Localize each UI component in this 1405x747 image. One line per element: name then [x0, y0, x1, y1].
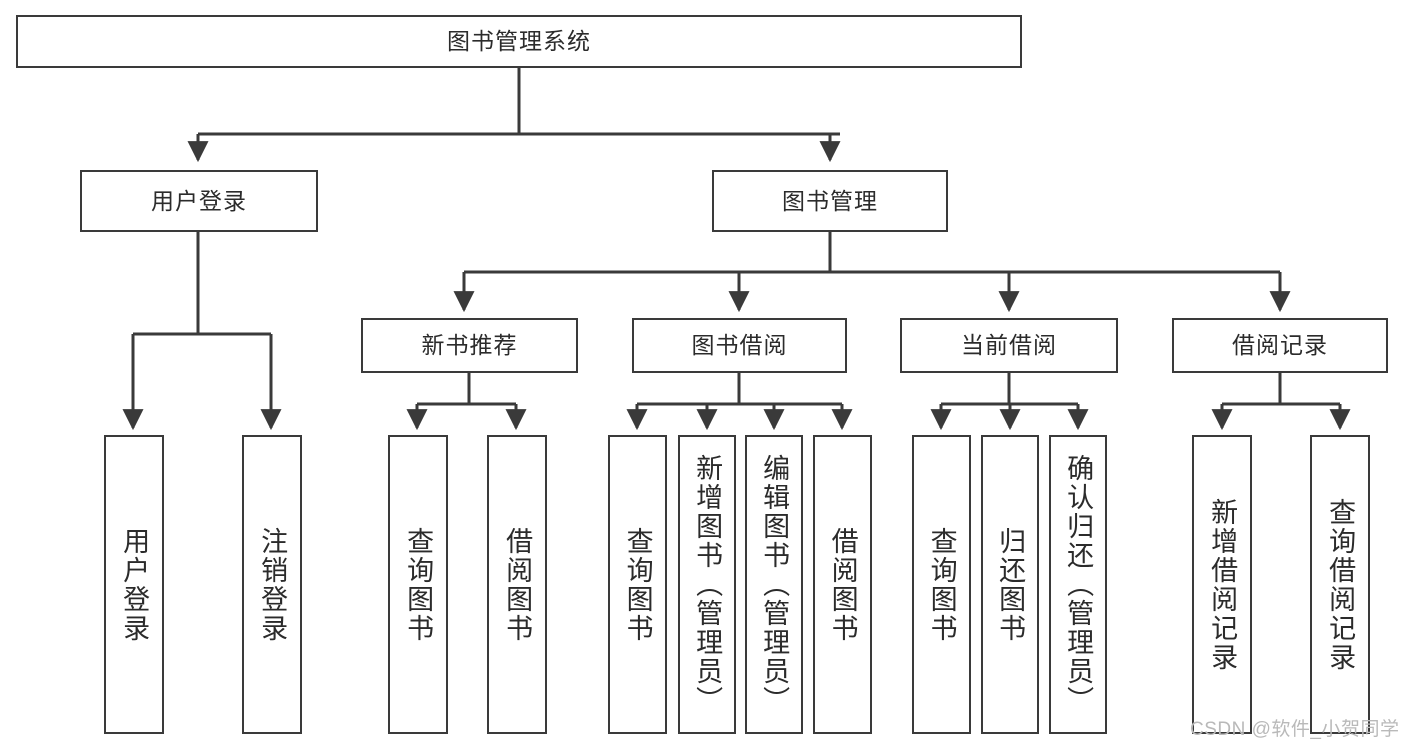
node-leaf-logout-login[interactable]: 注销登录 [242, 435, 302, 734]
node-leaf-user-login[interactable]: 用户登录 [104, 435, 164, 734]
node-book-borrow[interactable]: 图书借阅 [632, 318, 847, 373]
node-root-label: 图书管理系统 [447, 28, 591, 55]
node-book-borrow-label: 图书借阅 [691, 332, 788, 359]
node-root[interactable]: 图书管理系统 [16, 15, 1022, 68]
node-book-manage[interactable]: 图书管理 [712, 170, 948, 232]
node-borrow-record[interactable]: 借阅记录 [1172, 318, 1388, 373]
node-leaf-add-book-admin-label: 新增图书（管理员） [692, 454, 723, 715]
node-current-borrow-label: 当前借阅 [961, 332, 1057, 359]
node-leaf-return-book[interactable]: 归还图书 [981, 435, 1039, 734]
node-new-book-recommend-label: 新书推荐 [421, 332, 518, 359]
node-leaf-add-borrow-record[interactable]: 新增借阅记录 [1192, 435, 1252, 734]
node-leaf-borrow-book-2[interactable]: 借阅图书 [813, 435, 872, 734]
node-user-login-label: 用户登录 [151, 187, 247, 214]
node-leaf-query-borrow-record-label: 查询借阅记录 [1325, 497, 1356, 672]
node-borrow-record-label: 借阅记录 [1232, 332, 1328, 359]
node-leaf-query-book-1[interactable]: 查询图书 [388, 435, 448, 734]
node-leaf-query-book-1-label: 查询图书 [403, 526, 434, 643]
node-leaf-return-book-label: 归还图书 [995, 526, 1026, 643]
node-leaf-confirm-return-admin-label: 确认归还（管理员） [1063, 454, 1094, 715]
node-book-manage-label: 图书管理 [782, 187, 878, 214]
node-new-book-recommend[interactable]: 新书推荐 [361, 318, 578, 373]
node-leaf-query-book-2[interactable]: 查询图书 [608, 435, 667, 734]
node-leaf-logout-login-label: 注销登录 [257, 526, 288, 643]
node-leaf-borrow-book-1-label: 借阅图书 [502, 526, 533, 643]
node-leaf-confirm-return-admin[interactable]: 确认归还（管理员） [1049, 435, 1107, 734]
node-leaf-borrow-book-2-label: 借阅图书 [827, 526, 858, 643]
node-current-borrow[interactable]: 当前借阅 [900, 318, 1118, 373]
node-leaf-query-book-3[interactable]: 查询图书 [912, 435, 971, 734]
node-user-login[interactable]: 用户登录 [80, 170, 318, 232]
node-leaf-query-borrow-record[interactable]: 查询借阅记录 [1310, 435, 1370, 734]
csdn-watermark: CSDN @软件_小贺同学 [1190, 719, 1400, 740]
node-leaf-add-borrow-record-label: 新增借阅记录 [1207, 497, 1238, 672]
node-leaf-add-book-admin[interactable]: 新增图书（管理员） [678, 435, 736, 734]
node-leaf-edit-book-admin-label: 编辑图书（管理员） [759, 454, 790, 715]
node-leaf-borrow-book-1[interactable]: 借阅图书 [487, 435, 547, 734]
node-leaf-query-book-3-label: 查询图书 [926, 526, 957, 643]
node-leaf-query-book-2-label: 查询图书 [622, 526, 653, 643]
node-leaf-user-login-label: 用户登录 [119, 526, 150, 643]
node-leaf-edit-book-admin[interactable]: 编辑图书（管理员） [745, 435, 803, 734]
